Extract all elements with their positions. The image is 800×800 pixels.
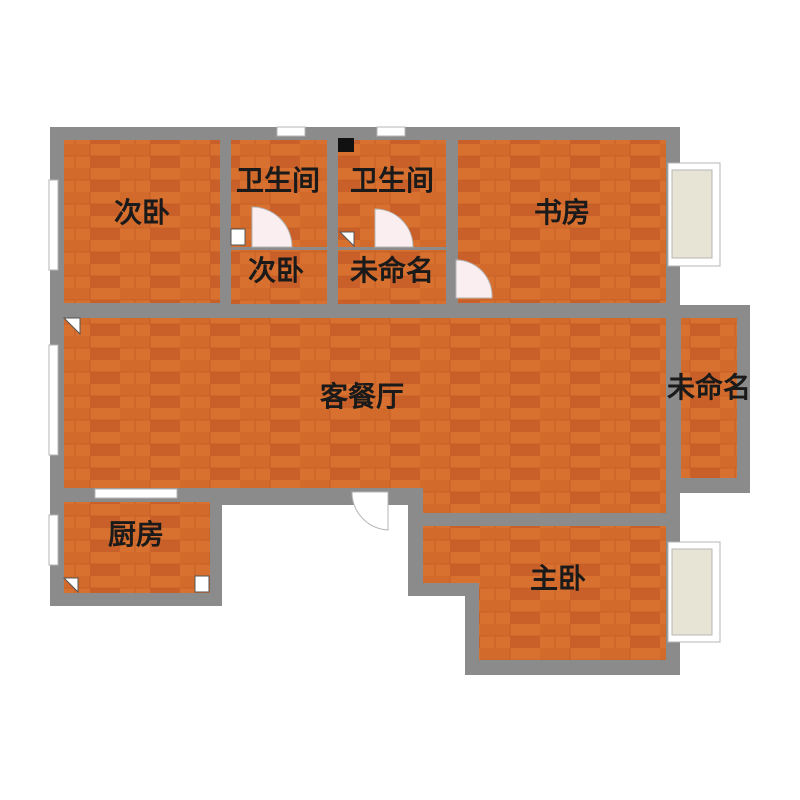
floor-unnamed-center	[338, 250, 446, 304]
window-living-west	[48, 344, 59, 456]
door-study	[455, 259, 493, 299]
window-bedroom-west	[48, 179, 59, 271]
door-bath-right	[374, 208, 414, 248]
balcony-study-inner	[671, 169, 713, 259]
floor-living	[64, 318, 666, 488]
corner-icon-living	[62, 317, 81, 336]
floor-master-lower	[479, 526, 666, 660]
windows	[48, 126, 406, 566]
floor-bedroom-nw	[64, 140, 220, 303]
door-entrance	[351, 491, 389, 531]
label-unnamed-east: 未命名	[667, 371, 751, 404]
door-bath-left	[251, 206, 293, 248]
window-kitchen-top	[94, 488, 178, 499]
label-master-bedroom: 主卧	[530, 562, 586, 595]
label-bath-left: 卫生间	[236, 164, 320, 197]
label-unnamed-center: 未命名	[350, 254, 434, 287]
label-bedroom-nw: 次卧	[114, 196, 170, 229]
window-kitchen-west	[48, 514, 59, 566]
appliance-kitchen-icon	[194, 575, 210, 593]
floor-kitchen	[64, 502, 210, 593]
window-bath-left-top	[276, 126, 306, 137]
floor-bedroom-small	[231, 250, 327, 304]
doors	[251, 206, 493, 531]
label-kitchen: 厨房	[108, 518, 164, 551]
balconies	[667, 162, 721, 643]
label-bath-right: 卫生间	[350, 164, 434, 197]
label-bedroom-small: 次卧	[248, 254, 304, 287]
corner-icon-kitchen	[62, 577, 79, 594]
fixtures	[62, 138, 355, 594]
label-living-dining: 客餐厅	[320, 380, 404, 413]
floor-unnamed-east	[681, 318, 737, 478]
vent-icon	[338, 138, 354, 152]
label-study: 书房	[534, 196, 590, 229]
corner-icon-bath-right	[338, 231, 355, 248]
floor-study	[458, 140, 666, 303]
floor-living-ext	[423, 485, 666, 513]
room-labels: 次卧 卫生间 卫生间 次卧 未命名 书房 客餐厅 未命名 厨房 主卧	[108, 164, 751, 595]
window-bath-right-top	[376, 126, 406, 137]
balcony-master-inner	[671, 548, 713, 636]
toilet-left-icon	[230, 228, 246, 246]
